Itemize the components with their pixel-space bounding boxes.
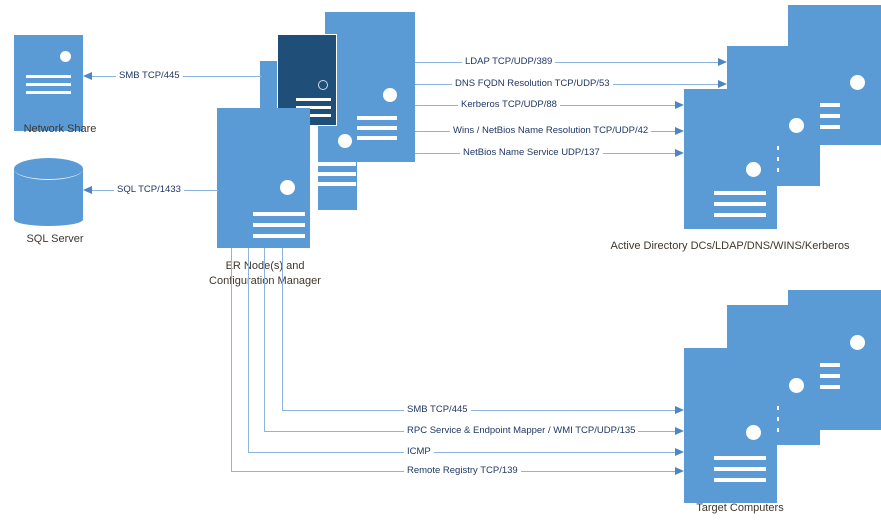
server-bar-icon bbox=[296, 106, 331, 109]
server-status-dot-icon bbox=[383, 88, 397, 102]
edge-label-ldap: LDAP TCP/UDP/389 bbox=[462, 56, 556, 67]
edge-label-smb-target: SMB TCP/445 bbox=[404, 404, 471, 415]
server-bar-icon bbox=[26, 83, 71, 86]
server-bar-icon bbox=[314, 182, 356, 186]
server-status-dot-icon bbox=[746, 162, 761, 177]
server-status-dot-icon bbox=[746, 425, 761, 440]
server-bar-icon bbox=[253, 223, 305, 227]
edge-label-rpc-wmi: RPC Service & Endpoint Mapper / WMI TCP/… bbox=[404, 425, 639, 436]
server-status-dot-icon bbox=[789, 118, 804, 133]
connector-icmp-line bbox=[248, 452, 676, 453]
node-label-er-node-line2: Configuration Manager bbox=[209, 275, 321, 287]
connector-rpc-wmi-arrowhead bbox=[675, 427, 684, 435]
node-label-active-directory: Active Directory DCs/LDAP/DNS/WINS/Kerbe… bbox=[610, 240, 850, 252]
server-bar-icon bbox=[714, 191, 766, 195]
server-bar-icon bbox=[714, 478, 766, 482]
node-ad-front-server[interactable] bbox=[684, 89, 777, 229]
edge-label-netbios: NetBios Name Service UDP/137 bbox=[460, 147, 603, 158]
edge-label-sql: SQL TCP/1433 bbox=[114, 184, 184, 195]
server-bar-icon bbox=[714, 456, 766, 460]
connector-dns-arrowhead bbox=[718, 80, 727, 88]
node-network-share[interactable] bbox=[14, 35, 83, 131]
connector-icmp-arrowhead bbox=[675, 448, 684, 456]
server-bar-icon bbox=[296, 98, 331, 101]
node-label-target-computers: Target Computers bbox=[696, 502, 784, 514]
node-target-front-server[interactable] bbox=[684, 348, 777, 503]
connector-rpc-wmi-drop bbox=[264, 248, 265, 431]
server-bar-icon bbox=[714, 202, 766, 206]
connector-netbios-arrowhead bbox=[675, 149, 684, 157]
connector-remote-registry-drop bbox=[231, 248, 232, 471]
server-power-ring-icon bbox=[318, 80, 328, 90]
server-status-dot-icon bbox=[338, 134, 352, 148]
server-bar-icon bbox=[714, 213, 766, 217]
connector-sql-arrowhead bbox=[83, 186, 92, 194]
cylinder-bottom-cap bbox=[14, 208, 83, 226]
connector-smb-target-arrowhead bbox=[675, 406, 684, 414]
connector-smb-target-line bbox=[282, 410, 676, 411]
server-status-dot-icon bbox=[850, 335, 865, 350]
node-er-front-server[interactable] bbox=[217, 108, 310, 248]
edge-label-remote-registry: Remote Registry TCP/139 bbox=[404, 465, 521, 476]
server-bar-icon bbox=[253, 234, 305, 238]
edge-label-smb-share: SMB TCP/445 bbox=[116, 70, 183, 81]
connector-smb-share-arrowhead bbox=[83, 72, 92, 80]
edge-label-kerberos: Kerberos TCP/UDP/88 bbox=[458, 99, 560, 110]
node-label-network-share: Network Share bbox=[23, 123, 97, 135]
connector-smb-target-drop bbox=[282, 248, 283, 410]
edge-label-wins: Wins / NetBios Name Resolution TCP/UDP/4… bbox=[450, 125, 652, 136]
connector-ldap-arrowhead bbox=[718, 58, 727, 66]
server-bar-icon bbox=[296, 114, 331, 117]
connector-icmp-drop bbox=[248, 248, 249, 452]
server-bar-icon bbox=[714, 467, 766, 471]
node-label-sql-server: SQL Server bbox=[26, 233, 84, 245]
server-bar-icon bbox=[339, 126, 397, 130]
server-bar-icon bbox=[339, 116, 397, 120]
server-status-dot-icon bbox=[60, 51, 71, 62]
server-bar-icon bbox=[314, 172, 356, 176]
connector-kerberos-arrowhead bbox=[675, 101, 684, 109]
connector-ldap-line bbox=[415, 62, 719, 63]
server-bar-icon bbox=[26, 91, 71, 94]
server-status-dot-icon bbox=[280, 180, 295, 195]
server-bar-icon bbox=[253, 212, 305, 216]
connector-wins-arrowhead bbox=[675, 127, 684, 135]
edge-label-dns: DNS FQDN Resolution TCP/UDP/53 bbox=[452, 78, 613, 89]
server-bar-icon bbox=[26, 75, 71, 78]
server-bar-icon bbox=[314, 162, 356, 166]
connector-remote-registry-arrowhead bbox=[675, 467, 684, 475]
cylinder-top-ellipse bbox=[14, 158, 83, 180]
node-label-er-node-line1: ER Node(s) and bbox=[225, 260, 305, 272]
server-bar-icon bbox=[339, 136, 397, 140]
server-status-dot-icon bbox=[789, 378, 804, 393]
server-status-dot-icon bbox=[850, 75, 865, 90]
edge-label-icmp: ICMP bbox=[404, 446, 434, 457]
node-sql-server[interactable] bbox=[14, 158, 83, 226]
